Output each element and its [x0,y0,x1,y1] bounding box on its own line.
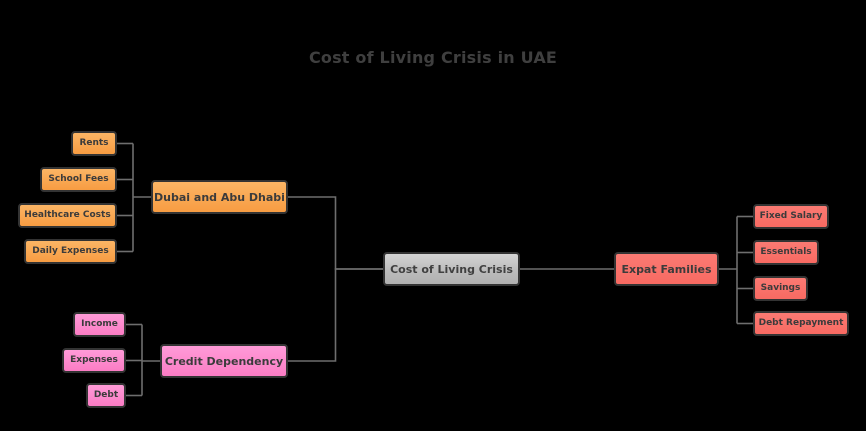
branch-node-credit-dependency[interactable]: Credit Dependency [160,344,288,378]
leaf-node-credit-dependency-1[interactable]: Expenses [62,348,126,373]
leaf-node-dubai-abu-dhabi-0[interactable]: Rents [71,131,117,156]
leaf-node-dubai-abu-dhabi-3[interactable]: Daily Expenses [24,239,117,264]
branch-node-dubai-abu-dhabi[interactable]: Dubai and Abu Dhabi [151,180,288,214]
leaf-node-expat-families-2[interactable]: Savings [753,276,808,301]
leaf-node-dubai-abu-dhabi-1[interactable]: School Fees [40,167,117,192]
branch-node-expat-families[interactable]: Expat Families [614,252,719,286]
leaf-node-credit-dependency-0[interactable]: Income [73,312,126,337]
leaf-node-expat-families-3[interactable]: Debt Repayment [753,311,849,336]
root-node[interactable]: Cost of Living Crisis [383,252,520,286]
page-title: Cost of Living Crisis in UAE [308,48,558,67]
leaf-node-expat-families-0[interactable]: Fixed Salary [753,204,829,229]
leaf-node-dubai-abu-dhabi-2[interactable]: Healthcare Costs [18,203,117,228]
leaf-node-credit-dependency-2[interactable]: Debt [86,383,126,408]
leaf-node-expat-families-1[interactable]: Essentials [753,240,819,265]
